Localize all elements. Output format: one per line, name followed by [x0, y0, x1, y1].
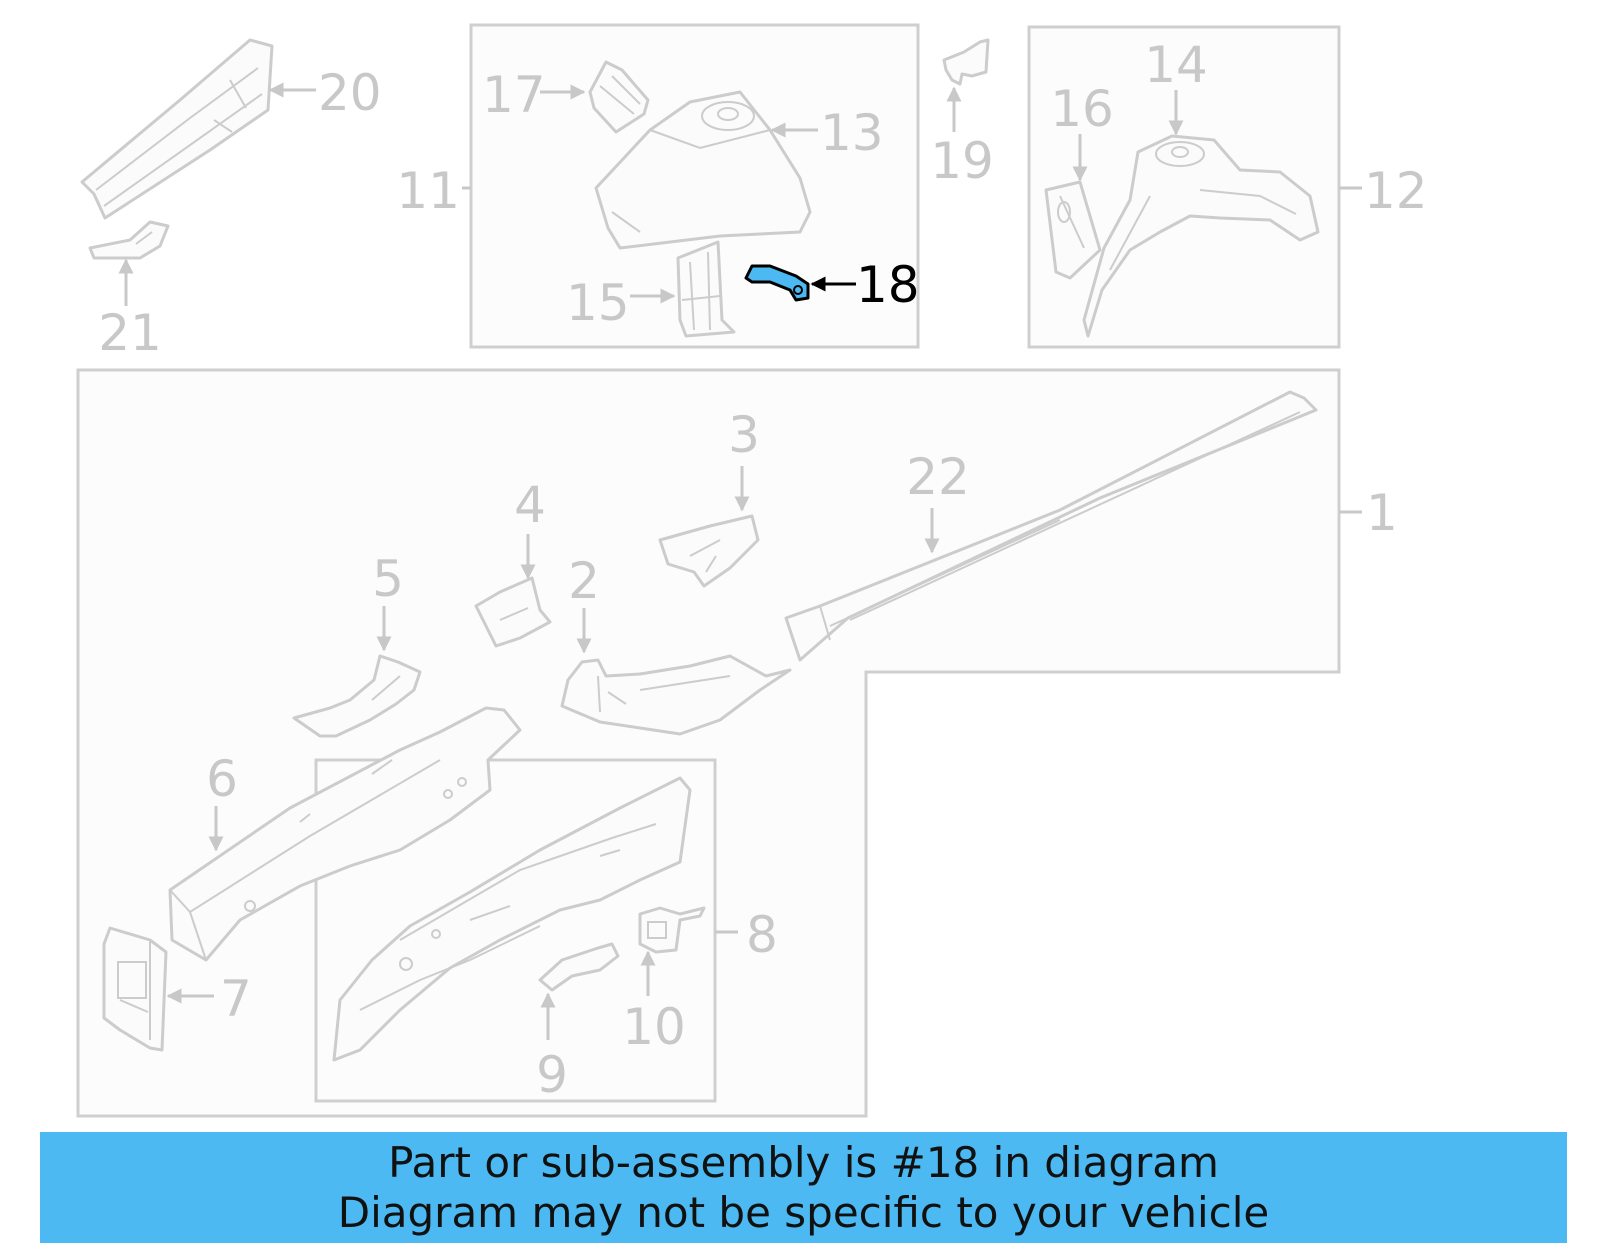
part-19-bracket	[942, 38, 990, 86]
part-7-end-plate	[102, 926, 168, 1052]
part-18-highlighted[interactable]	[744, 264, 810, 302]
callout-20: 20	[318, 64, 382, 122]
part-10-bracket	[638, 906, 706, 954]
callout-8: 8	[746, 906, 778, 964]
callout-21: 21	[98, 304, 162, 362]
part-13-strut-tower	[594, 90, 812, 250]
part-14-tower-assembly	[1082, 134, 1320, 338]
part-21-bracket	[88, 220, 170, 260]
callout-14: 14	[1144, 36, 1208, 94]
callout-7: 7	[220, 970, 252, 1028]
callout-18[interactable]: 18	[856, 256, 920, 314]
callout-6: 6	[206, 750, 238, 808]
callout-12: 12	[1364, 162, 1428, 220]
part-5-bracket	[292, 654, 422, 738]
banner-line-2: Diagram may not be specific to your vehi…	[337, 1187, 1270, 1237]
part-8-inner-rail	[332, 776, 692, 1062]
part-15-reinforcement	[676, 240, 736, 338]
callout-22: 22	[906, 448, 970, 506]
part-17-bracket	[588, 60, 650, 134]
callout-4: 4	[514, 476, 546, 534]
part-9-bracket	[538, 942, 620, 992]
callout-5: 5	[372, 550, 404, 608]
callout-16: 16	[1050, 80, 1114, 138]
callout-3: 3	[728, 406, 760, 464]
info-banner: Part or sub-assembly is #18 in diagram D…	[40, 1132, 1567, 1243]
banner-line-1: Part or sub-assembly is #18 in diagram	[388, 1137, 1219, 1187]
part-20-upper-rail	[80, 38, 274, 220]
part-3-bracket	[658, 514, 760, 588]
part-4-bracket	[474, 576, 552, 648]
part-22-rocker	[784, 390, 1318, 662]
callout-15: 15	[566, 274, 630, 332]
part-2-extension	[560, 654, 792, 736]
callout-10: 10	[622, 998, 686, 1056]
callout-19: 19	[930, 132, 994, 190]
callout-1: 1	[1366, 484, 1398, 542]
callout-9: 9	[536, 1046, 568, 1104]
callout-11: 11	[396, 162, 460, 220]
callout-13: 13	[820, 104, 884, 162]
part-16-panel	[1044, 180, 1102, 280]
callout-2: 2	[568, 552, 600, 610]
part-6-front-rail	[168, 706, 522, 962]
callout-17: 17	[482, 66, 546, 124]
